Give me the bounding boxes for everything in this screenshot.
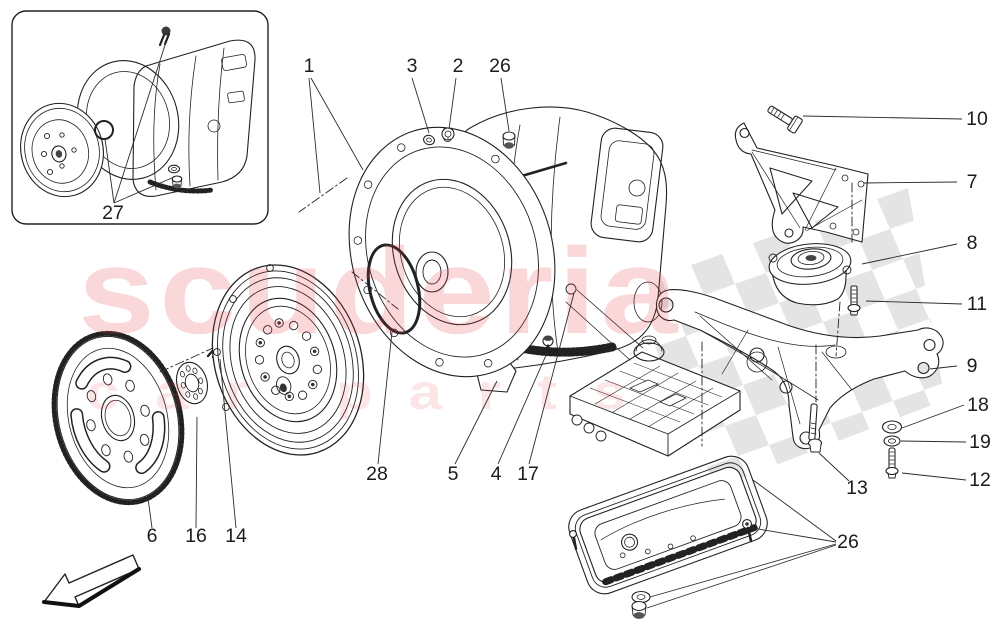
callout-27: 27 (102, 202, 124, 224)
watermark-brand-text: scuderia (78, 223, 682, 359)
callout-19: 19 (969, 431, 991, 453)
gearbox-mount (768, 243, 852, 306)
mount-bolt (847, 285, 861, 316)
callout-26-bottom: 26 (837, 531, 859, 553)
callout-3: 3 (407, 55, 418, 77)
direction-arrow-icon (42, 554, 141, 608)
callout-9: 9 (967, 355, 978, 377)
pan-fasteners (569, 519, 753, 619)
callout-12: 12 (969, 469, 991, 491)
diagram-linework (11, 10, 944, 619)
callout-8: 8 (967, 232, 978, 254)
callout-7: 7 (967, 171, 978, 193)
o-ring (366, 243, 422, 335)
flexplate (51, 330, 185, 506)
callout-2: 2 (453, 55, 464, 77)
callout-28: 28 (366, 463, 388, 485)
axis-lines (159, 177, 853, 447)
torque-converter (211, 264, 365, 456)
washers-and-bolt (881, 420, 903, 479)
callout-4: 4 (491, 463, 502, 485)
callout-17: 17 (517, 463, 539, 485)
valve-body (569, 335, 741, 457)
callout-18: 18 (967, 394, 989, 416)
inset-plug (167, 164, 183, 189)
callout-11: 11 (967, 293, 987, 315)
inset-o-ring (94, 120, 114, 140)
bracket-bolt (767, 105, 803, 134)
callout-1: 1 (304, 55, 315, 77)
watermark-tagline-text: car parts (86, 364, 662, 420)
oil-pan (568, 455, 768, 595)
callout-16: 16 (185, 525, 207, 547)
leader-lines (104, 41, 967, 609)
callout-13: 13 (846, 477, 868, 499)
top-fasteners (423, 127, 516, 149)
inset-overview (11, 10, 269, 225)
mount-bracket (734, 122, 869, 244)
callout-5: 5 (448, 463, 459, 485)
callout-6: 6 (147, 525, 158, 547)
callout-14: 14 (225, 525, 247, 547)
callout-10: 10 (966, 108, 988, 130)
inset-bolt (158, 26, 171, 47)
crossmember-bolt (807, 403, 823, 453)
housing-bolt (542, 335, 554, 355)
callout-labels: 1 3 2 26 10 7 8 11 9 18 19 12 13 26 27 2… (102, 55, 991, 553)
spacer-plate (175, 361, 209, 405)
callout-26-top: 26 (489, 55, 511, 77)
